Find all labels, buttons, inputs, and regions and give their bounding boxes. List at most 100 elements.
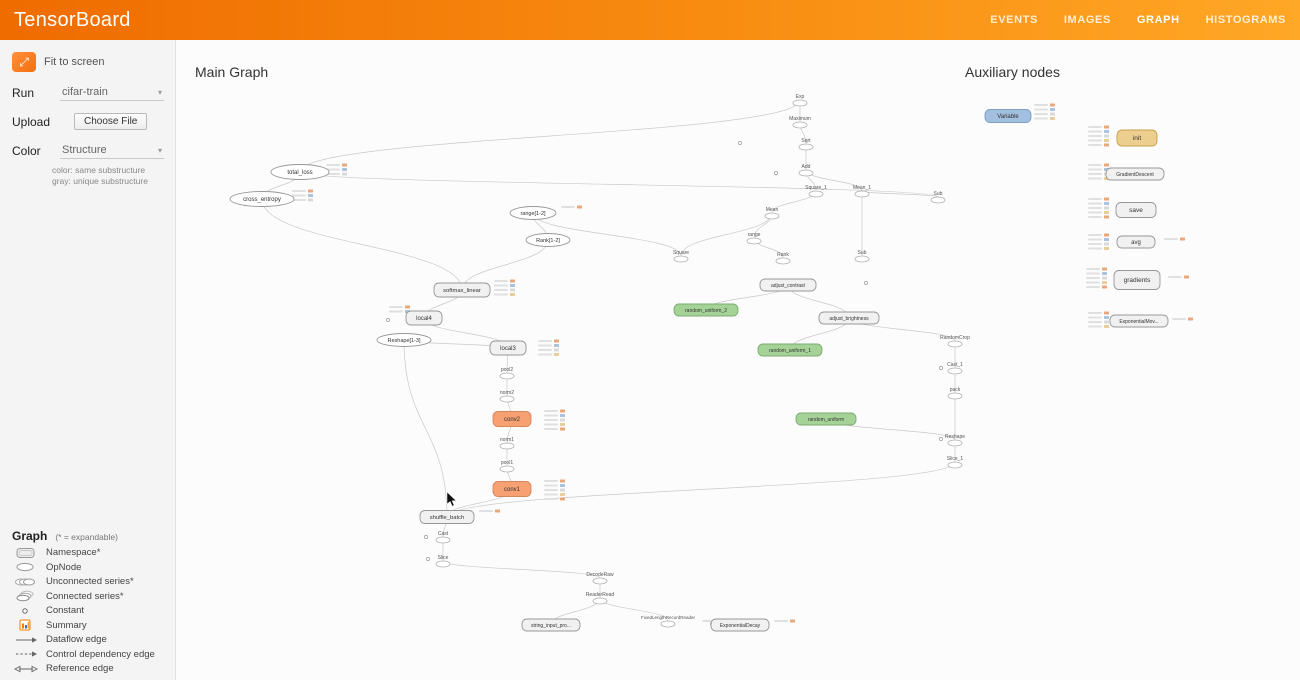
graph-node-shuffle_batch[interactable]: shuffle_batch (419, 510, 475, 524)
fit-to-screen-icon: ⤢ (19, 55, 29, 69)
svg-text:random_uniform_2: random_uniform_2 (685, 308, 727, 314)
graph-node-fixed_reader[interactable]: FixedLengthRecordReader (641, 615, 696, 628)
svg-text:Variable: Variable (997, 114, 1019, 120)
graph-node-cast_1[interactable]: Cast_1 (947, 362, 963, 375)
graph-node-slice[interactable]: Slice (435, 555, 451, 568)
legend-item-opnode: OpNode (12, 560, 169, 575)
color-hint-2: gray: unique substructure (52, 176, 148, 187)
graph-legend: Graph (* = expandable) Namespace* OpNode… (12, 529, 169, 677)
auxiliary-nodes-title: Auxiliary nodes (965, 64, 1060, 80)
svg-text:Sqrt: Sqrt (801, 138, 811, 144)
legend-item-dataflow-edge: Dataflow edge (12, 633, 169, 648)
legend-item-label: Unconnected series* (46, 576, 134, 588)
graph-node-gradients[interactable]: gradients (1113, 270, 1161, 290)
graph-node-init[interactable]: init (1116, 129, 1158, 147)
mini-connection-labels (292, 103, 1193, 626)
graph-node-string_input[interactable]: string_input_pro... (521, 618, 581, 632)
graph-node-conv1[interactable]: conv1 (492, 481, 532, 497)
svg-text:Mean: Mean (766, 207, 779, 213)
graph-node-total_loss[interactable]: total_loss (270, 164, 330, 180)
graph-node-add[interactable]: Add (798, 164, 814, 177)
graph-node-sqrt[interactable]: Sqrt (798, 138, 814, 151)
graph-node-save[interactable]: save (1115, 202, 1157, 218)
chevron-down-icon: ▾ (157, 145, 162, 155)
graph-node-exp[interactable]: Exp (792, 94, 808, 107)
graph-node-reshape13[interactable]: Reshape[1-3] (376, 333, 432, 347)
legend-title: Graph (12, 528, 48, 543)
svg-text:random_uniform: random_uniform (808, 417, 844, 423)
graph-node-slice_1[interactable]: Slice_1 (947, 456, 964, 469)
graph-node-local4[interactable]: local4 (405, 310, 443, 326)
graph-node-random_uniform_2[interactable]: random_uniform_2 (673, 303, 739, 317)
legend-item-label: Constant (46, 605, 85, 617)
graph-node-local3[interactable]: local3 (489, 340, 527, 356)
graph-node-exponential_decay[interactable]: ExponentialDecay (710, 618, 770, 632)
svg-text:ExponentialDecay: ExponentialDecay (720, 623, 761, 629)
graph-node-pool1[interactable]: pool1 (499, 460, 515, 473)
graph-node-adjust_contrast[interactable]: adjust_contrast (759, 278, 817, 292)
graph-node-random_uniform[interactable]: random_uniform (795, 412, 857, 426)
svg-text:Exp: Exp (796, 94, 805, 100)
svg-text:Rank[1-2]: Rank[1-2] (536, 238, 560, 244)
graph-canvas[interactable]: total_loss cross_entropy range[1-2] Rank[1-… (176, 40, 1300, 680)
svg-text:local4: local4 (416, 316, 432, 322)
graph-node-gradient_descent[interactable]: GradientDescent (1105, 167, 1165, 181)
graph-node-range_op[interactable]: range (746, 232, 762, 245)
app-header: TensorBoard EVENTS IMAGES GRAPH HISTOGRA… (0, 0, 1300, 40)
graph-node-range12[interactable]: range[1-2] (509, 206, 557, 220)
graph-node-conv2[interactable]: conv2 (492, 411, 532, 427)
graph-node-mean[interactable]: Mean (764, 207, 780, 220)
svg-text:Mean_1: Mean_1 (853, 185, 871, 191)
graph-node-adjust_brightness[interactable]: adjust_brightness (818, 311, 880, 325)
svg-text:range[1-2]: range[1-2] (520, 211, 546, 217)
svg-text:Cast_1: Cast_1 (947, 362, 963, 368)
fit-to-screen-button[interactable]: ⤢ (12, 52, 36, 72)
graph-node-exp_mov[interactable]: ExponentialMov... (1109, 314, 1169, 328)
color-label: Color (12, 143, 41, 158)
graph-node-randomcrop[interactable]: RandomCrop (940, 335, 970, 348)
run-select[interactable]: cifar-train ▾ (60, 84, 164, 101)
svg-text:adjust_brightness: adjust_brightness (829, 316, 869, 322)
graph-node-norm2[interactable]: norm2 (499, 390, 515, 403)
graph-node-softmax_linear[interactable]: softmax_linear (433, 282, 491, 298)
legend-item-label: Namespace* (46, 547, 101, 559)
graph-node-mean_1[interactable]: Mean_1 (853, 185, 871, 198)
color-hints: color: same substructure gray: unique su… (52, 165, 175, 188)
svg-text:save: save (1129, 207, 1143, 214)
graph-node-cast[interactable]: Cast (435, 531, 451, 544)
choose-file-button[interactable]: Choose File (74, 113, 148, 130)
svg-text:Sub: Sub (858, 250, 867, 256)
graph-node-avg[interactable]: avg (1116, 235, 1156, 249)
graph-node-norm1[interactable]: norm1 (499, 437, 515, 450)
graph-node-rank[interactable]: Rank (775, 252, 791, 265)
nav-tab-graph[interactable]: GRAPH (1136, 14, 1180, 26)
nav-tab-images[interactable]: IMAGES (1063, 14, 1111, 26)
graph-node-reader_read[interactable]: ReaderRead (586, 592, 615, 605)
mouse-cursor (446, 491, 457, 507)
sidebar: ⤢ Fit to screen Run cifar-train ▾ Upload… (0, 40, 176, 680)
graph-node-square[interactable]: Square (673, 250, 689, 263)
graph-node-maximum[interactable]: Maximum (789, 116, 811, 129)
dataflow-edge-icon (12, 634, 40, 646)
graph-node-pool2[interactable]: pool2 (499, 367, 515, 380)
svg-text:Maximum: Maximum (789, 116, 811, 122)
graph-node-sub_1[interactable]: Sub (930, 191, 946, 204)
nav-tab-histograms[interactable]: HISTOGRAMS (1205, 14, 1286, 26)
legend-item-reference-edge: Reference edge (12, 662, 169, 677)
namespace-icon (12, 547, 40, 559)
graph-node-pack[interactable]: pack (947, 387, 963, 400)
app-title: TensorBoard (14, 8, 131, 31)
nav-tab-events[interactable]: EVENTS (990, 14, 1038, 26)
graph-node-cross_entropy[interactable]: cross_entropy (229, 191, 295, 207)
graph-node-reshape_r[interactable]: Reshape (945, 434, 965, 447)
graph-node-variable[interactable]: Variable (984, 109, 1032, 123)
graph-node-sub[interactable]: Sub (854, 250, 870, 263)
graph-node-decode_raw[interactable]: DecodeRaw (586, 572, 614, 585)
run-label: Run (12, 85, 35, 100)
svg-text:GradientDescent: GradientDescent (1116, 172, 1154, 178)
graph-node-random_uniform_1[interactable]: random_uniform_1 (757, 343, 823, 357)
graph-node-rank12[interactable]: Rank[1-2] (525, 233, 571, 247)
color-select[interactable]: Structure ▾ (60, 142, 164, 159)
svg-text:pool2: pool2 (501, 367, 513, 373)
graph-node-square_1[interactable]: Square_1 (805, 185, 827, 198)
